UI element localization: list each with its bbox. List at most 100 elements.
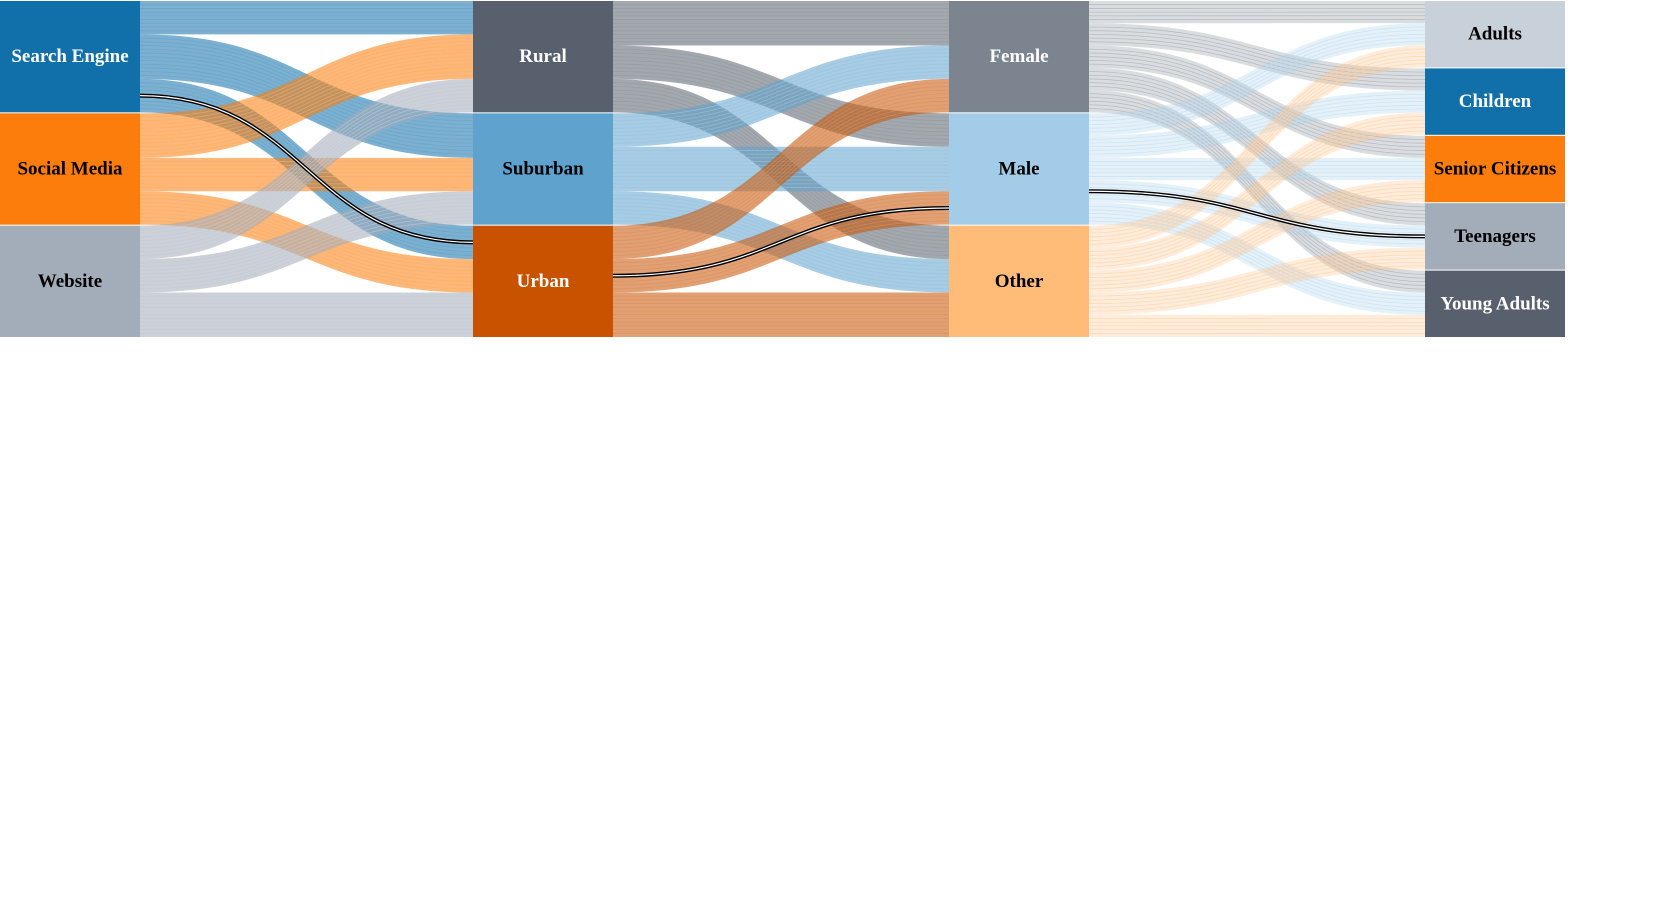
record-line bbox=[139, 89, 474, 238]
record-line bbox=[1088, 55, 1426, 238]
record-line bbox=[139, 37, 474, 118]
node-rect bbox=[0, 225, 140, 337]
record-line bbox=[1088, 41, 1426, 133]
record-line bbox=[139, 100, 474, 249]
record-line bbox=[1088, 52, 1426, 144]
record-line bbox=[139, 209, 474, 279]
node-male[interactable]: Male bbox=[949, 113, 1089, 225]
node-suburban[interactable]: Suburban bbox=[473, 113, 613, 225]
node-female[interactable]: Female bbox=[949, 1, 1089, 113]
flow-other-to-adults[interactable] bbox=[1088, 45, 1426, 248]
record-line bbox=[1088, 63, 1426, 155]
node-teenagers[interactable]: Teenagers bbox=[1425, 203, 1565, 270]
record-line bbox=[612, 48, 950, 118]
flow-urban-to-other[interactable] bbox=[613, 292, 949, 337]
flow-other-to-children[interactable] bbox=[1088, 112, 1426, 271]
node-young-adults[interactable]: Young Adults bbox=[1425, 270, 1565, 337]
record-line bbox=[1088, 250, 1426, 297]
record-line bbox=[1088, 59, 1426, 241]
node-rect bbox=[1425, 68, 1565, 135]
node-label: Young Adults bbox=[1440, 293, 1549, 314]
record-line bbox=[612, 198, 950, 267]
record-line bbox=[612, 85, 950, 234]
flow-social-media-to-rural[interactable] bbox=[139, 34, 474, 158]
record-line bbox=[139, 220, 474, 290]
record-line bbox=[139, 85, 474, 234]
record-line bbox=[612, 104, 950, 253]
node-label: Other bbox=[995, 271, 1044, 292]
record-line bbox=[139, 74, 474, 155]
record-line bbox=[1088, 26, 1426, 73]
node-rect bbox=[949, 113, 1089, 225]
record-line bbox=[612, 52, 950, 122]
record-line bbox=[139, 45, 474, 125]
record-line bbox=[139, 41, 474, 122]
record-line bbox=[1088, 33, 1426, 125]
node-children[interactable]: Children bbox=[1425, 68, 1565, 135]
flow-male-to-senior-citizens[interactable] bbox=[1088, 157, 1426, 181]
record-line bbox=[139, 67, 474, 148]
record-line bbox=[612, 74, 950, 144]
flow-band bbox=[613, 45, 949, 147]
record-line bbox=[1088, 101, 1426, 148]
node-search-engine[interactable]: Search Engine bbox=[0, 1, 140, 113]
node-label: Suburban bbox=[502, 159, 584, 180]
record-line bbox=[1088, 254, 1426, 301]
node-rect bbox=[1425, 270, 1565, 337]
node-rural[interactable]: Rural bbox=[473, 1, 613, 113]
record-line bbox=[1088, 48, 1426, 230]
flow-search-engine-to-rural[interactable] bbox=[140, 1, 473, 35]
record-line bbox=[139, 59, 474, 140]
record-line bbox=[1088, 41, 1426, 88]
flow-website-to-suburban[interactable] bbox=[139, 191, 474, 293]
record-line bbox=[1088, 258, 1426, 304]
flow-male-to-adults[interactable] bbox=[1088, 23, 1426, 136]
node-label: Website bbox=[38, 271, 102, 292]
record-line bbox=[139, 108, 474, 256]
node-urban[interactable]: Urban bbox=[473, 225, 613, 337]
record-line bbox=[1088, 187, 1426, 234]
node-rect bbox=[1425, 203, 1565, 270]
node-senior-citizens[interactable]: Senior Citizens bbox=[1425, 135, 1565, 203]
flow-urban-to-female[interactable] bbox=[612, 78, 950, 260]
flow-other-to-teenagers[interactable] bbox=[1088, 247, 1426, 315]
node-rect bbox=[473, 1, 613, 113]
node-social-media[interactable]: Social Media bbox=[0, 113, 140, 225]
node-adults[interactable]: Adults bbox=[1425, 1, 1565, 68]
flow-female-to-senior-citizens[interactable] bbox=[1088, 45, 1426, 158]
record-line bbox=[1088, 48, 1426, 140]
record-line bbox=[1088, 187, 1426, 279]
record-line bbox=[612, 67, 950, 136]
record-line bbox=[612, 100, 950, 249]
record-line bbox=[1088, 63, 1426, 245]
record-line bbox=[1088, 119, 1426, 256]
flow-rural-to-female[interactable] bbox=[613, 1, 949, 46]
record-line bbox=[139, 205, 474, 275]
record-line bbox=[1088, 198, 1426, 290]
record-line bbox=[139, 213, 474, 282]
record-line bbox=[612, 89, 950, 238]
flow-female-to-adults[interactable] bbox=[1088, 1, 1426, 24]
record-line bbox=[1088, 93, 1426, 140]
record-line bbox=[1088, 127, 1426, 264]
node-other[interactable]: Other bbox=[949, 225, 1089, 337]
node-rect bbox=[473, 225, 613, 337]
flow-other-to-senior-citizens[interactable] bbox=[1088, 180, 1426, 293]
node-website[interactable]: Website bbox=[0, 225, 140, 337]
record-line bbox=[1088, 261, 1426, 308]
flow-female-to-children[interactable] bbox=[1088, 23, 1426, 91]
record-line bbox=[612, 213, 950, 282]
flow-website-to-urban[interactable] bbox=[139, 292, 473, 337]
node-label: Urban bbox=[517, 271, 570, 292]
record-line bbox=[612, 82, 950, 230]
record-line bbox=[612, 56, 950, 125]
flow-male-to-children[interactable] bbox=[1088, 90, 1426, 158]
flow-suburban-to-female[interactable] bbox=[612, 45, 950, 147]
record-line bbox=[139, 202, 474, 271]
record-line bbox=[612, 97, 950, 245]
record-line bbox=[1088, 37, 1426, 84]
flow-male-to-young-adults[interactable] bbox=[1088, 202, 1426, 315]
record-line bbox=[612, 93, 950, 241]
flow-other-to-young-adults[interactable] bbox=[1088, 314, 1426, 337]
